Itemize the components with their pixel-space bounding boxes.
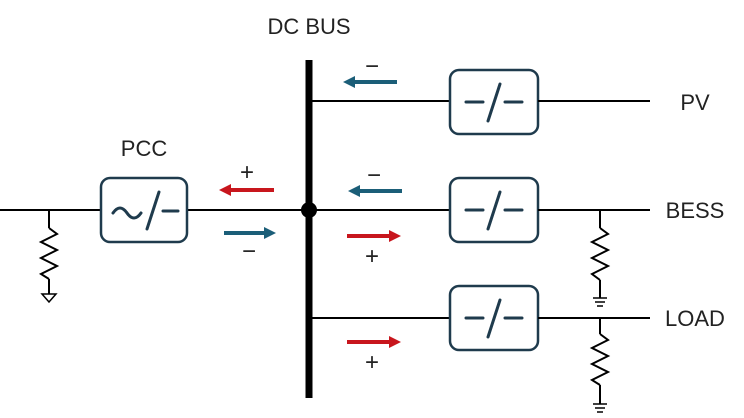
bess-ground-icon [593,297,607,307]
load-resistor-icon [589,318,611,404]
pv-label: PV [680,90,710,115]
pcc-label: PCC [121,136,168,161]
pv-flow-sign: − [365,53,379,80]
load-ground-icon [593,403,607,413]
pcc-resistor-icon [38,210,60,294]
bess-charge-sign: + [365,243,379,270]
bess-discharge-sign: − [367,162,381,189]
pcc-export-arrow [224,227,276,239]
bess-label: BESS [666,198,725,223]
load-dc-dc-converter [448,284,540,352]
pcc-export-sign: − [242,238,256,265]
bess-resistor-icon [589,210,611,298]
bess-dc-dc-converter [448,176,540,244]
pv-dc-dc-converter [448,68,540,136]
load-flow-sign: + [365,349,379,376]
pcc-import-arrow [219,184,274,196]
pv-flow-arrow [343,76,397,88]
load-flow-arrow [347,336,401,348]
pcc-ac-dc-converter [99,176,189,244]
dc-bus-label: DC BUS [267,14,350,39]
load-label: LOAD [665,306,725,331]
pcc-import-sign: + [240,159,254,186]
ground-icon [40,293,58,304]
bess-discharge-arrow [348,185,402,197]
bess-charge-arrow [347,230,401,242]
